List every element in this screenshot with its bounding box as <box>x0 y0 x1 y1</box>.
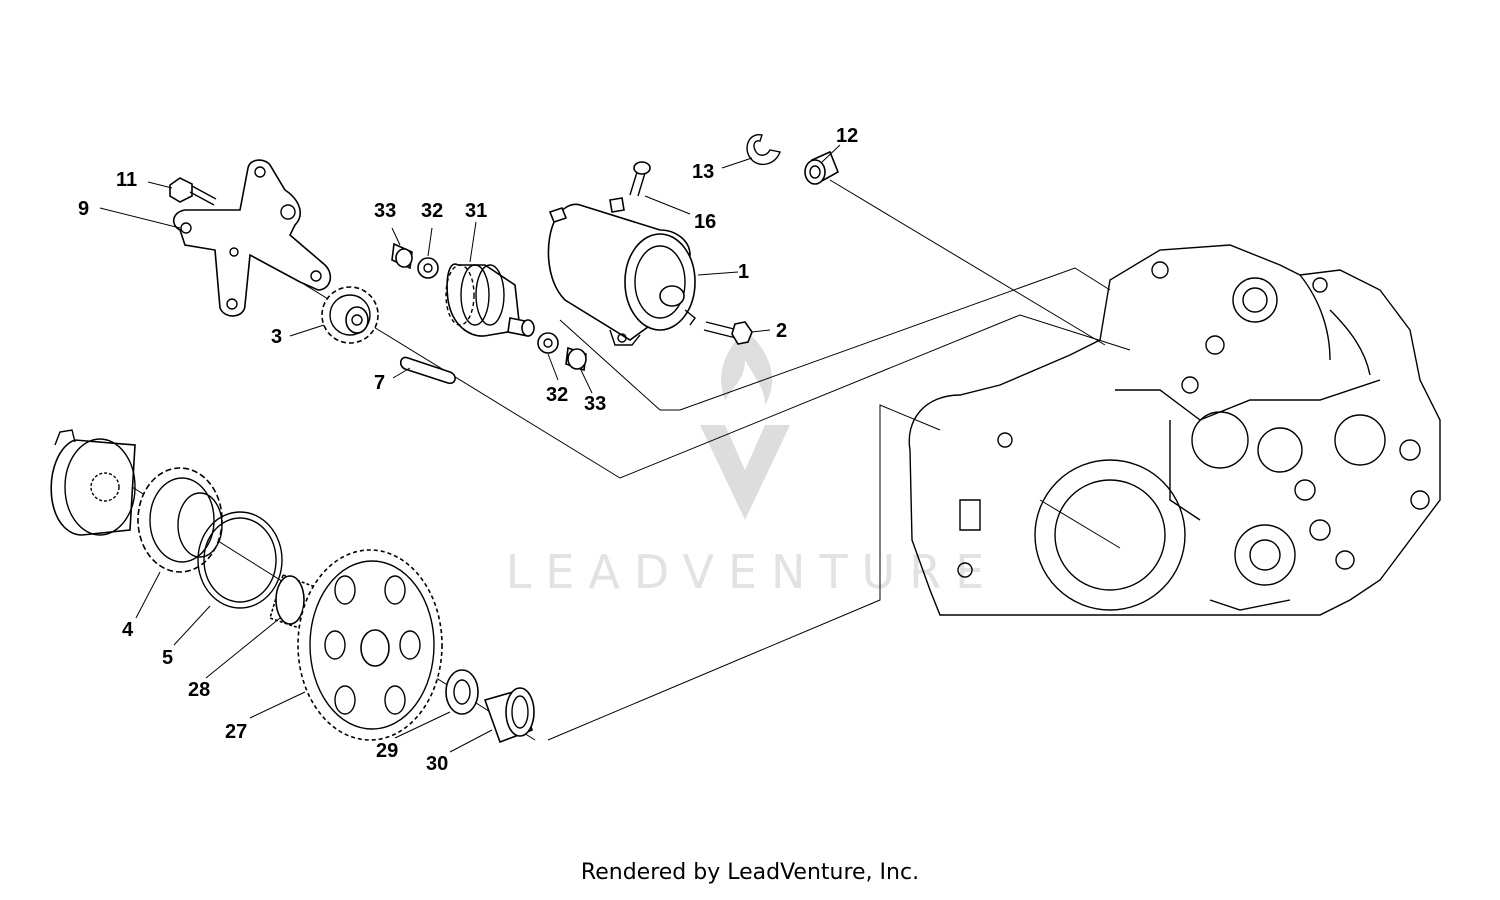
leader-lines <box>99 144 841 753</box>
callout-32-bottom: 32 <box>546 384 568 406</box>
part-33-bushing-left <box>391 242 413 270</box>
part-9-bracket <box>172 159 332 317</box>
callout-30: 30 <box>426 753 448 775</box>
callout-16: 16 <box>694 211 716 233</box>
callout-9: 9 <box>78 198 89 220</box>
callout-12: 12 <box>836 125 858 147</box>
callout-27: 27 <box>225 721 247 743</box>
watermark-logo <box>700 330 790 520</box>
callout-29: 29 <box>376 740 398 762</box>
callout-13: 13 <box>692 161 714 183</box>
part-32-washer-left <box>417 257 439 279</box>
part-31-starter-gear <box>445 263 535 337</box>
part-1-starter-motor <box>547 197 696 346</box>
callout-3: 3 <box>271 326 282 348</box>
part-3-small-gear <box>321 286 379 344</box>
part-16-bolt <box>629 161 651 197</box>
part-7-pin <box>399 356 456 385</box>
callout-4: 4 <box>122 619 134 641</box>
callout-2: 2 <box>776 320 787 342</box>
part-5-ring <box>197 511 283 609</box>
callout-32-top: 32 <box>421 200 443 222</box>
callout-28: 28 <box>188 679 210 701</box>
part-12-bushing <box>804 150 840 185</box>
watermark-text: LEADVENTURE <box>506 545 999 599</box>
part-29-washer <box>445 669 479 715</box>
callout-5: 5 <box>162 647 173 669</box>
part-27-large-gear <box>297 549 443 741</box>
callout-1: 1 <box>738 261 749 283</box>
part-4-one-way-clutch <box>50 429 223 573</box>
part-11-bolt <box>169 177 217 206</box>
footer-credit: Rendered by LeadVenture, Inc. <box>580 860 920 885</box>
callout-33-top: 33 <box>374 200 396 222</box>
callout-11: 11 <box>116 169 137 191</box>
crankcase <box>908 244 1441 616</box>
part-33-bushing-right <box>565 346 587 372</box>
callout-31: 31 <box>465 200 487 222</box>
callout-33-bottom: 33 <box>584 393 606 415</box>
callout-7: 7 <box>374 372 385 394</box>
part-2-bolt <box>703 321 753 345</box>
part-30-bushing <box>483 687 535 744</box>
part-13-circlip <box>746 134 781 166</box>
callouts: 1 2 3 4 5 7 9 11 12 13 16 27 28 29 30 31… <box>78 125 858 775</box>
part-32-washer-right <box>537 332 559 354</box>
